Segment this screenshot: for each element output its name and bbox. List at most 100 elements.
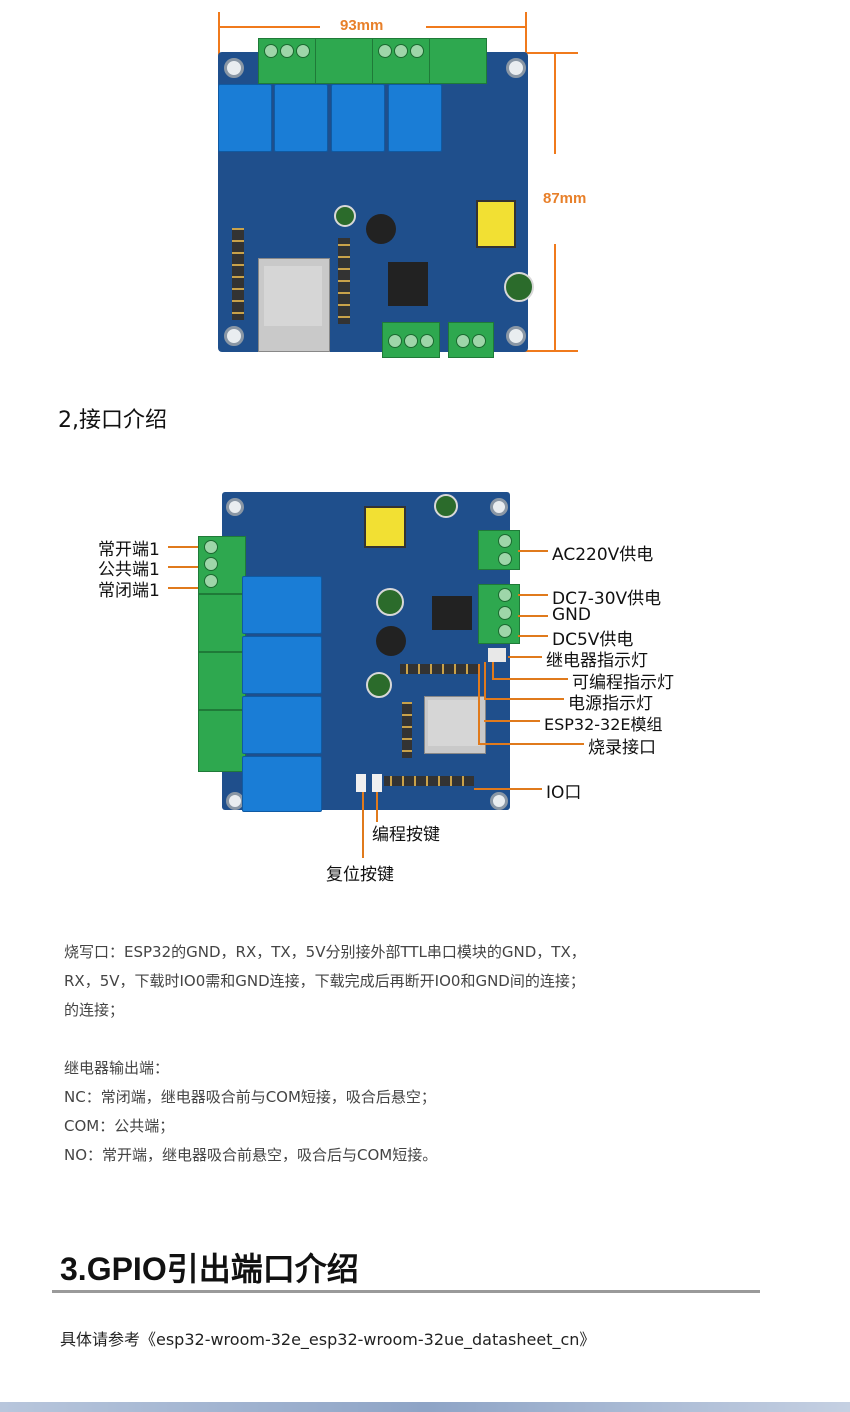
pin-header	[232, 228, 244, 320]
indicator-leds	[488, 648, 506, 662]
description-block: 烧写口：ESP32的GND，RX，TX，5V分别接外部TTL串口模块的GND，T…	[64, 938, 586, 1170]
pointer-line	[362, 792, 364, 858]
pointer-line	[474, 788, 542, 790]
terminal-block	[448, 322, 494, 358]
dim-right-tick	[525, 12, 527, 68]
screw	[394, 44, 408, 58]
screw	[378, 44, 392, 58]
relay-3	[242, 696, 322, 754]
label-common-1: 公共端1	[98, 560, 160, 580]
description-line: COM：公共端；	[64, 1117, 175, 1135]
screw	[280, 44, 294, 58]
section2-heading: 2,接口介绍	[58, 408, 167, 433]
screw	[498, 534, 512, 548]
dim-top-tick	[518, 52, 578, 54]
pointer-line	[518, 550, 548, 552]
flash-header	[400, 664, 480, 674]
label-flash-port: 烧录接口	[588, 738, 656, 758]
label-program-button: 编程按键	[372, 825, 440, 845]
terminal-block-relay2	[198, 594, 246, 652]
pin-header	[402, 702, 412, 758]
io-header	[384, 776, 474, 786]
label-dc5v: DC5V供电	[552, 630, 634, 650]
screw	[498, 624, 512, 638]
section3-heading: 3.GPIO引出端口介绍	[60, 1251, 359, 1287]
label-reset-button: 复位按键	[326, 865, 394, 885]
screw	[204, 540, 218, 554]
reset-button	[356, 774, 366, 792]
description-line: 继电器输出端：	[64, 1059, 170, 1077]
label-normally-open-1: 常开端1	[98, 540, 160, 560]
screw	[204, 574, 218, 588]
terminal-block	[429, 38, 487, 84]
pin-header	[338, 238, 350, 324]
dim-width-line-right	[426, 26, 525, 28]
screw	[410, 44, 424, 58]
dim-height-line-bottom	[554, 244, 556, 350]
height-dimension-label: 87mm	[543, 190, 587, 207]
inductor	[376, 626, 406, 656]
pointer-line	[484, 662, 486, 698]
pointer-line	[478, 743, 584, 745]
regulator-chip	[388, 262, 428, 306]
description-line: NO：常开端，继电器吸合前悬空，吸合后与COM短接。	[64, 1146, 438, 1164]
screw	[456, 334, 470, 348]
relay	[218, 84, 272, 152]
heading-underline	[52, 1290, 760, 1293]
mount-hole	[490, 792, 508, 810]
pointer-line	[492, 662, 494, 678]
pointer-line	[484, 720, 540, 722]
label-programmable-indicator: 可编程指示灯	[572, 673, 674, 693]
mount-hole	[224, 326, 244, 346]
screw	[498, 588, 512, 602]
screw	[498, 606, 512, 620]
screw	[472, 334, 486, 348]
label-esp32-module: ESP32-32E模组	[544, 715, 663, 734]
label-gnd: GND	[552, 605, 591, 625]
relay	[331, 84, 385, 152]
label-ac220v: AC220V供电	[552, 545, 654, 565]
screw	[420, 334, 434, 348]
description-blank-line	[64, 1025, 586, 1054]
label-normally-closed-1: 常闭端1	[98, 581, 160, 601]
capacitor	[334, 205, 356, 227]
capacitor	[376, 588, 404, 616]
label-io-port: IO口	[546, 783, 582, 803]
pointer-line	[484, 698, 564, 700]
power-transformer	[476, 200, 516, 248]
label-relay-indicator: 继电器指示灯	[546, 651, 648, 671]
relay-1	[242, 576, 322, 634]
screw	[498, 552, 512, 566]
screw	[204, 557, 218, 571]
mount-hole	[226, 498, 244, 516]
pointer-line	[376, 792, 378, 822]
program-button	[372, 774, 382, 792]
screw	[404, 334, 418, 348]
esp32-shield	[428, 700, 480, 746]
power-transformer	[364, 506, 406, 548]
pointer-line	[518, 615, 548, 617]
screw	[388, 334, 402, 348]
capacitor	[504, 272, 534, 302]
mount-hole	[490, 498, 508, 516]
mount-hole	[506, 326, 526, 346]
dim-bottom-tick	[518, 350, 578, 352]
pointer-line	[168, 546, 198, 548]
pointer-line	[508, 656, 542, 658]
capacitor	[434, 494, 458, 518]
screw	[264, 44, 278, 58]
description-line: 的连接；	[64, 1001, 125, 1019]
bottom-decorative-band	[0, 1402, 850, 1412]
relay-2	[242, 636, 322, 694]
datasheet-reference: 具体请参考《esp32-wroom-32e_esp32-wroom-32ue_d…	[60, 1330, 596, 1349]
relay	[274, 84, 328, 152]
esp32-shield	[264, 266, 322, 326]
pointer-line	[518, 635, 548, 637]
width-dimension-label: 93mm	[340, 17, 384, 34]
relay-4	[242, 756, 322, 812]
pointer-line	[168, 566, 198, 568]
description-line: RX，5V，下载时IO0需和GND连接，下载完成后再断开IO0和GND间的连接；	[64, 972, 585, 990]
pointer-line	[492, 678, 568, 680]
mount-hole	[506, 58, 526, 78]
dim-width-line-left	[220, 26, 320, 28]
